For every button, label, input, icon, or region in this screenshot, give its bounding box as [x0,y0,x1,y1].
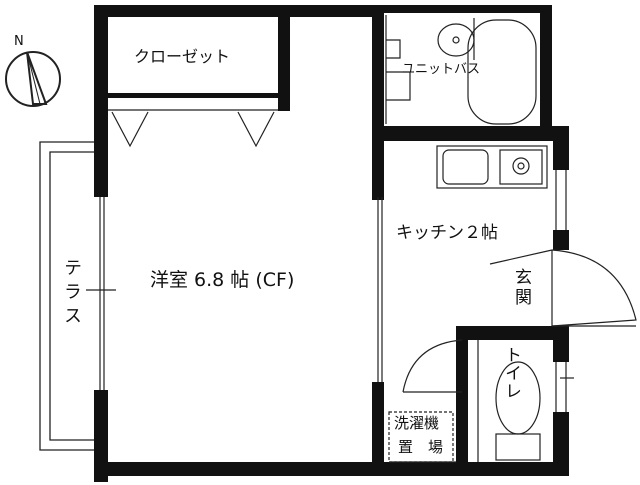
kitchen-label: キッチン２帖 [396,223,498,243]
laundry-label-line1: 洗濯機 [394,414,440,432]
laundry-area-outline [388,411,454,463]
terrace-outline [39,141,98,451]
unit-bath-label: ユニットバス [402,62,481,77]
walls [94,5,569,482]
terrace-label: テラス [61,258,82,330]
fixtures [86,15,637,463]
laundry-label-line2: 置 場 [398,438,444,456]
compass-icon [5,51,61,107]
toilet-label: トイレ [501,346,521,400]
compass-north-label: N [14,34,24,49]
entrance-label: 玄関 [511,268,531,308]
western-room-label: 洋室 6.8 帖 (CF) [150,269,295,291]
closet-label: クローゼット [134,47,231,66]
